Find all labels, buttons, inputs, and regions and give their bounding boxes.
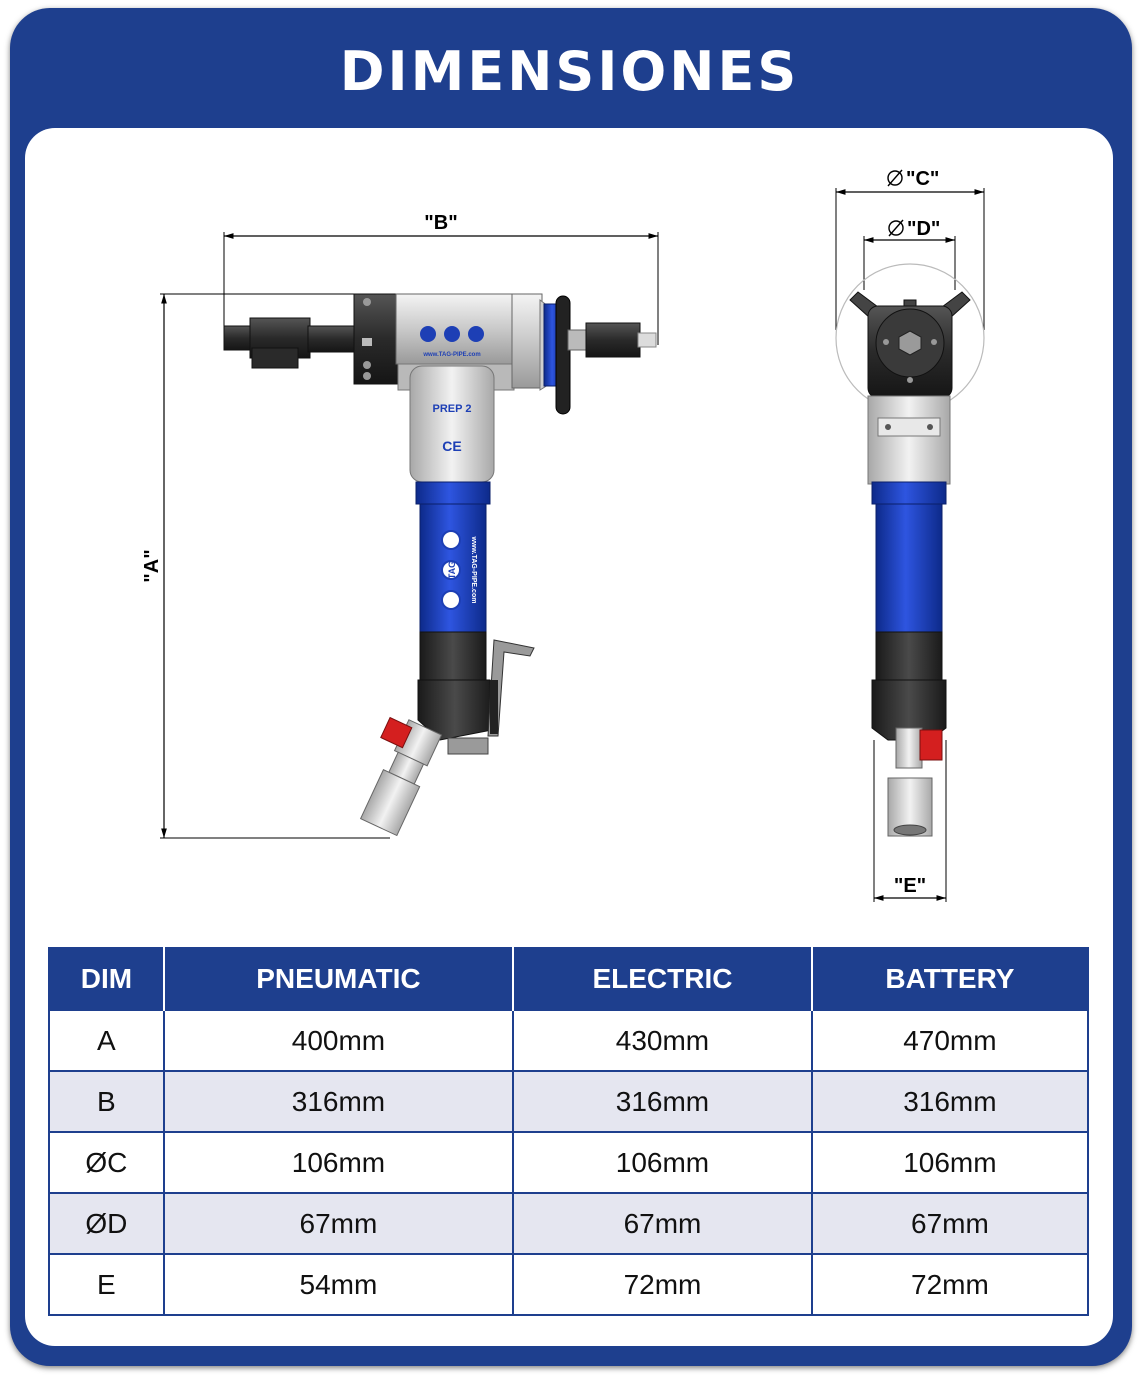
dimensions-table: DIM PNEUMATIC ELECTRIC BATTERY A 400mm 4… [48,947,1090,1316]
motor-url: www.TAG-PIPE.com [470,536,477,604]
table-row: B 316mm 316mm 316mm [48,1070,1090,1133]
cell-electric: 106mm [512,1131,813,1194]
cell-pneumatic: 400mm [162,1009,515,1072]
cell-dim: ØD [48,1192,165,1255]
dimension-e: "E" [873,740,947,902]
cell-battery: 72mm [810,1253,1090,1316]
dimension-c: "C" [835,168,985,330]
model-label-side: PREP 2 [433,403,472,415]
label-d: "D" [907,218,940,240]
ce-mark-side: CE [442,438,461,454]
table-row: ØC 106mm 106mm 106mm [48,1131,1090,1194]
cell-electric: 72mm [512,1253,813,1316]
cell-pneumatic: 54mm [162,1253,515,1316]
cell-battery: 470mm [810,1009,1090,1072]
cell-electric: 316mm [512,1070,813,1133]
housing-url: www.TAG-PIPE.com [422,352,480,358]
header-pneumatic: PNEUMATIC [162,947,515,1010]
cell-pneumatic: 67mm [162,1192,515,1255]
cell-dim: ØC [48,1131,165,1194]
dimension-a: "A" [141,293,420,839]
table-row: E 54mm 72mm 72mm [48,1253,1090,1316]
label-b: "B" [424,212,457,234]
table-row: A 400mm 430mm 470mm [48,1009,1090,1072]
cell-dim: B [48,1070,165,1133]
header-dim: DIM [48,947,165,1010]
cell-pneumatic: 316mm [162,1070,515,1133]
dimension-d: "D" [863,218,956,290]
cell-electric: 67mm [512,1192,813,1255]
cell-dim: E [48,1253,165,1316]
label-e: "E" [894,875,926,897]
cell-dim: A [48,1009,165,1072]
label-a: "A" [141,549,163,582]
dimension-drawing: "B" "A" www.TAG-PIPE.com [141,168,985,902]
motor-logo: TAG [447,561,457,579]
cell-battery: 106mm [810,1131,1090,1194]
cell-pneumatic: 106mm [162,1131,515,1194]
cell-battery: 316mm [810,1070,1090,1133]
table-row: ØD 67mm 67mm 67mm [48,1192,1090,1255]
side-view: "B" "A" www.TAG-PIPE.com [141,212,659,839]
header-electric: ELECTRIC [512,947,813,1010]
tag-logo-housing: www.TAG-PIPE.com [420,326,484,358]
cell-electric: 430mm [512,1009,813,1072]
table-header-row: DIM PNEUMATIC ELECTRIC BATTERY [48,947,1090,1010]
page-title: DIMENSIONES [339,40,800,103]
dimension-b: "B" [223,212,659,350]
tag-logo-motor: TAG www.TAG-PIPE.com [441,530,477,610]
label-c: "C" [906,168,939,190]
header-battery: BATTERY [810,947,1090,1010]
cell-battery: 67mm [810,1192,1090,1255]
front-view: "C" "D" [835,168,985,902]
